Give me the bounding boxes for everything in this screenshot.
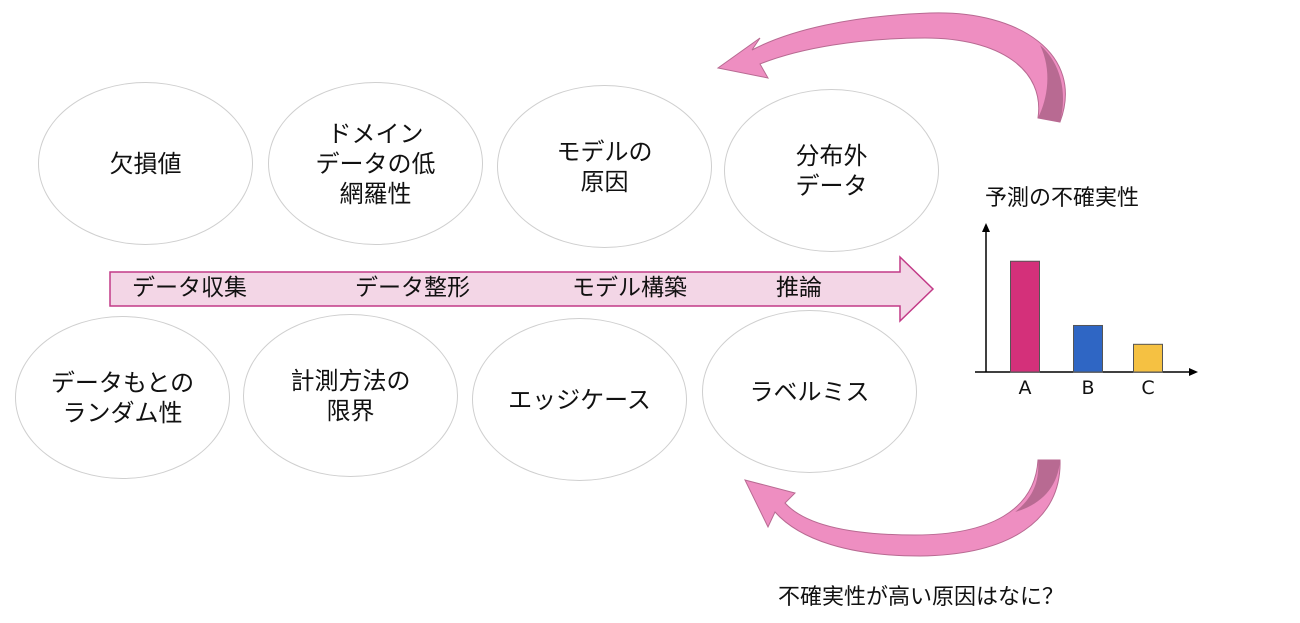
cause-oval-missing-values: 欠損値 bbox=[38, 82, 253, 245]
cause-oval-domain-coverage: ドメイン データの低 網羅性 bbox=[268, 82, 483, 245]
x-tick-a: A bbox=[1018, 377, 1032, 399]
cause-label: ラベルミス bbox=[749, 377, 870, 406]
uncertainty-question: 不確実性が高い原因はなに？ bbox=[778, 585, 1065, 610]
top-curved-arrow bbox=[716, 12, 1066, 123]
stage-inference: 推論 bbox=[776, 275, 822, 301]
x-tick-c: C bbox=[1141, 377, 1155, 399]
uncertainty-title: 予測の不確実性 bbox=[985, 186, 1140, 211]
bar-b bbox=[1073, 324, 1103, 373]
cause-oval-inherent-randomness: データもとの ランダム性 bbox=[15, 316, 230, 479]
cause-label: ドメイン データの低 網羅性 bbox=[315, 119, 436, 208]
y-axis-arrowhead bbox=[982, 223, 990, 232]
stage-data-shaping: データ整形 bbox=[355, 275, 470, 301]
cause-oval-label-errors: ラベルミス bbox=[702, 310, 917, 473]
bar-a bbox=[1010, 260, 1040, 373]
cause-oval-edge-cases: エッジケース bbox=[472, 318, 687, 481]
stage-model-building: モデル構築 bbox=[572, 275, 687, 301]
cause-label: データもとの ランダム性 bbox=[50, 368, 195, 427]
cause-oval-model: モデルの 原因 bbox=[497, 85, 712, 248]
bottom-curved-arrow bbox=[744, 459, 1061, 557]
cause-label: 計測方法の 限界 bbox=[290, 366, 411, 425]
cause-label: モデルの 原因 bbox=[556, 137, 653, 196]
cause-oval-out-of-distribution: 分布外 データ bbox=[724, 89, 939, 252]
x-tick-b: B bbox=[1081, 377, 1095, 399]
cause-label: 欠損値 bbox=[109, 149, 182, 178]
cause-label: エッジケース bbox=[508, 385, 651, 414]
cause-label: 分布外 データ bbox=[795, 141, 868, 200]
stage-data-collection: データ収集 bbox=[132, 275, 247, 301]
x-axis-arrowhead bbox=[1189, 368, 1198, 376]
cause-oval-measurement-limits: 計測方法の 限界 bbox=[243, 314, 458, 477]
bar-c bbox=[1133, 343, 1163, 373]
